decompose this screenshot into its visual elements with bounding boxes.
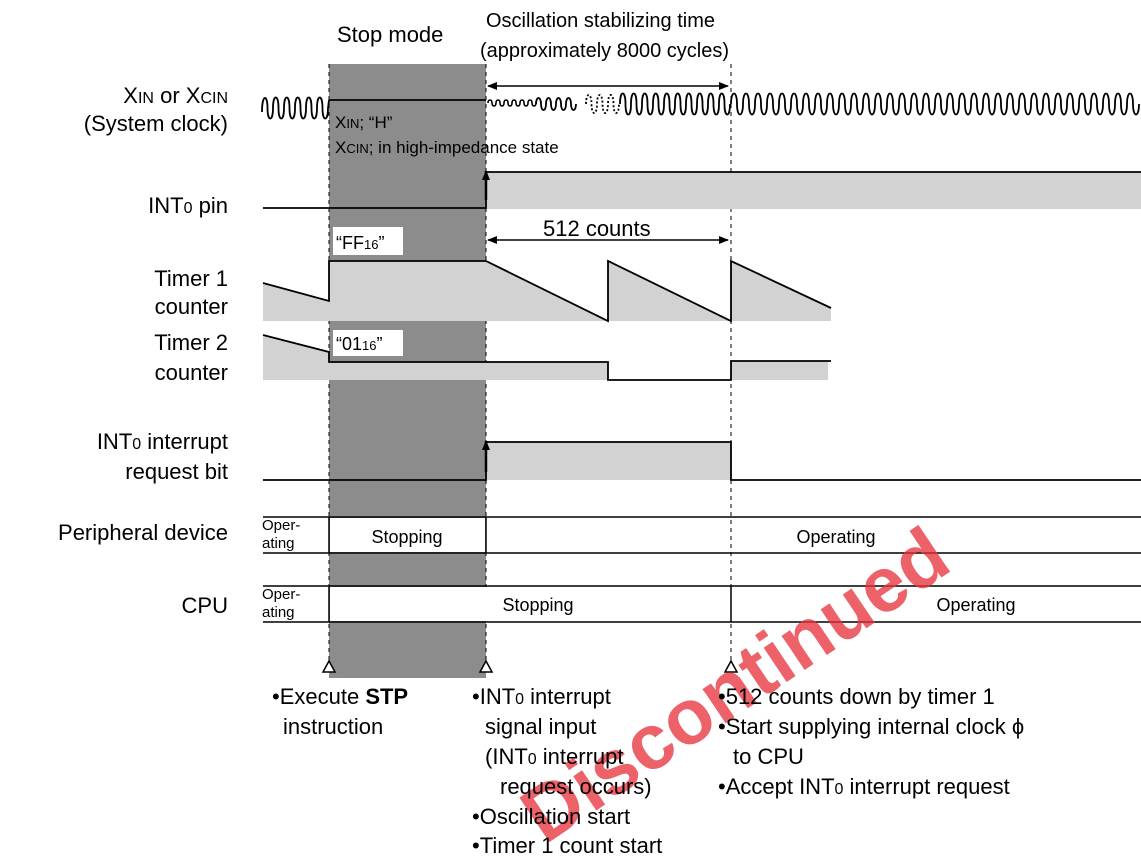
event-triangle-accept xyxy=(723,659,739,673)
timer1-label-2: counter xyxy=(155,294,228,319)
cpu-oper-1: Oper- xyxy=(262,586,300,603)
peri-oper-2: ating xyxy=(262,535,295,552)
clock-wave-growing xyxy=(535,97,577,111)
peri-operating: Operating xyxy=(796,527,875,547)
cpu-transitions xyxy=(328,586,732,622)
note-accept-1: •512 counts down by timer 1 xyxy=(718,684,995,709)
cpu-oper-2: ating xyxy=(262,604,295,621)
stop-mode-label: Stop mode xyxy=(337,22,443,47)
note-int0-1: •INT0 interrupt xyxy=(472,684,611,709)
event-triangle-int0 xyxy=(478,659,494,673)
note-accept-2: •Start supplying internal clock ϕ xyxy=(718,714,1024,739)
osc-title: Oscillation stabilizing time xyxy=(486,10,715,32)
cpu-label: CPU xyxy=(182,593,228,618)
int0-high-region xyxy=(486,172,1141,209)
timer1-label: Timer 1 xyxy=(154,266,228,291)
timer2-label: Timer 2 xyxy=(154,330,228,355)
clock-label-2: (System clock) xyxy=(84,111,228,136)
peripheral-bus-lines xyxy=(263,516,1141,554)
peripheral-stopping-box xyxy=(330,518,485,552)
timer2-counter-signal xyxy=(262,334,831,381)
clock-wave-stabilizing xyxy=(619,92,731,116)
timer2-fill xyxy=(263,335,828,380)
clock-label: XIN or XCIN xyxy=(123,83,228,108)
v01-value: “0116” xyxy=(336,334,382,354)
cpu-operating: Operating xyxy=(936,595,1015,615)
peri-oper-1: Oper- xyxy=(262,517,300,534)
cpu-stopping-box xyxy=(330,587,730,621)
xcin-note: XCIN; in high-impedance state xyxy=(335,138,559,157)
cpu-bus-lines xyxy=(263,585,1141,623)
note-accept-3: to CPU xyxy=(733,744,804,769)
irq-high-region xyxy=(486,442,731,480)
peri-stopping: Stopping xyxy=(371,527,442,547)
note-stp-1: •Execute STP xyxy=(272,684,408,709)
peripheral-transitions xyxy=(328,517,487,553)
irq-label-2: request bit xyxy=(125,459,228,484)
irq-bit-signal xyxy=(263,441,1141,481)
event-triangle-stp xyxy=(321,659,337,673)
note-int0-3: (INT0 interrupt xyxy=(485,744,624,769)
note-int0-6: •Timer 1 count start xyxy=(472,833,662,858)
clock-wave-startup xyxy=(487,99,537,107)
ff-value: “FF16” xyxy=(336,233,384,253)
note-int0-4: request occurs) xyxy=(500,774,652,799)
note-int0-2: signal input xyxy=(485,714,596,739)
int0-pin-label: INT0 pin xyxy=(148,193,228,218)
timer2-label-2: counter xyxy=(155,360,228,385)
xin-note: XIN; “H” xyxy=(335,113,393,132)
peripheral-label: Peripheral device xyxy=(58,520,228,545)
clock-wave-pre-stop xyxy=(261,96,330,120)
clock-wave-omitted xyxy=(585,94,620,114)
cpu-stopping: Stopping xyxy=(502,595,573,615)
note-int0-5: •Oscillation start xyxy=(472,804,630,829)
ff-box xyxy=(333,227,403,255)
note-stp-2: instruction xyxy=(283,714,383,739)
note-accept-4: •Accept INT0 interrupt request xyxy=(718,774,1010,799)
irq-label: INT0 interrupt xyxy=(97,429,228,454)
v01-box xyxy=(333,330,403,356)
timer1-counter-signal xyxy=(262,259,832,323)
count-label: 512 counts xyxy=(543,216,651,241)
osc-subtitle: (approximately 8000 cycles) xyxy=(480,40,729,62)
clock-wave-stable xyxy=(730,92,1140,116)
